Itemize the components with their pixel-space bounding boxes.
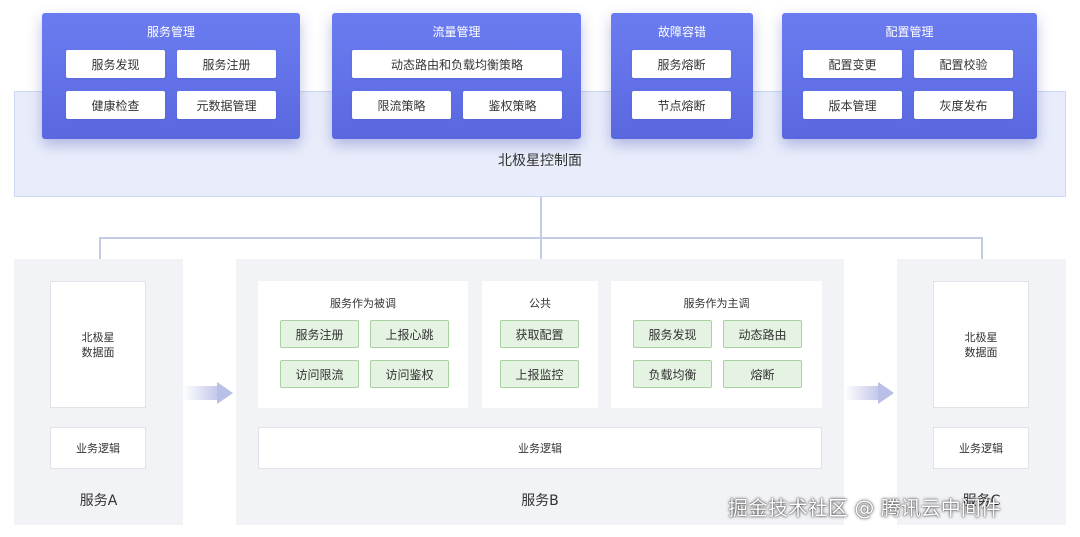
service-b-label: 服务B: [521, 493, 559, 509]
section-common: 公共 获取配置 上报监控: [482, 281, 598, 408]
service-a-panel: 北极星 数据面 业务逻辑 服务A: [14, 259, 183, 525]
service-c-data-plane: 北极星 数据面: [933, 281, 1029, 408]
chip-metadata-management: 元数据管理: [177, 91, 276, 119]
chip-load-balancing: 负载均衡: [633, 360, 712, 388]
chip-rate-limit-policy: 限流策略: [352, 91, 451, 119]
chip-report-monitoring: 上报监控: [500, 360, 579, 388]
arrow-b-to-c-shaft: [844, 386, 878, 400]
chip-service-registration: 服务注册: [177, 50, 276, 78]
chip-auth-policy: 鉴权策略: [463, 91, 562, 119]
chip-report-heartbeat: 上报心跳: [370, 320, 449, 348]
section-title: 服务作为主调: [683, 297, 750, 310]
chip-service-discovery: 服务发现: [66, 50, 165, 78]
service-b-business-logic: 业务逻辑: [258, 427, 822, 469]
service-c-label: 服务C: [962, 493, 1001, 509]
chip-node-circuit-breaker: 节点熔断: [632, 91, 731, 119]
service-c-business-logic: 业务逻辑: [933, 427, 1029, 469]
chip-service-registration: 服务注册: [280, 320, 359, 348]
group-config-management: 配置管理 配置变更 配置校验 版本管理 灰度发布: [782, 13, 1037, 139]
chip-health-check: 健康检查: [66, 91, 165, 119]
chip-service-discovery: 服务发现: [633, 320, 712, 348]
chip-dynamic-routing: 动态路由: [723, 320, 802, 348]
arrow-a-to-b-head: [217, 382, 233, 404]
data-plane-label: 北极星 数据面: [81, 330, 115, 359]
service-c-panel: 北极星 数据面 业务逻辑 服务C: [897, 259, 1066, 525]
service-b-panel: 服务作为被调 服务注册 上报心跳 访问限流 访问鉴权 公共 获取配置 上报监控 …: [236, 259, 844, 525]
arrow-b-to-c-head: [878, 382, 894, 404]
group-service-management: 服务管理 服务发现 服务注册 健康检查 元数据管理: [42, 13, 300, 139]
control-plane-label: 北极星控制面: [498, 153, 582, 169]
service-a-business-logic: 业务逻辑: [50, 427, 146, 469]
chip-config-validation: 配置校验: [914, 50, 1013, 78]
section-caller: 服务作为主调 服务发现 动态路由 负载均衡 熔断: [611, 281, 822, 408]
chip-get-config: 获取配置: [500, 320, 579, 348]
service-a-label: 服务A: [79, 493, 118, 509]
group-traffic-management: 流量管理 动态路由和负载均衡策略 限流策略 鉴权策略: [332, 13, 581, 139]
chip-routing-lb-policy: 动态路由和负载均衡策略: [352, 50, 562, 78]
group-title: 流量管理: [432, 25, 481, 39]
chip-access-rate-limit: 访问限流: [280, 360, 359, 388]
connector-vertical-center: [540, 197, 542, 281]
chip-access-auth: 访问鉴权: [370, 360, 449, 388]
watermark: 掘金技术社区 @ 腾讯云中间件: [728, 496, 1001, 520]
chip-gray-release: 灰度发布: [914, 91, 1013, 119]
chip-config-change: 配置变更: [803, 50, 902, 78]
chip-version-management: 版本管理: [803, 91, 902, 119]
section-title: 服务作为被调: [330, 297, 396, 310]
group-fault-tolerance: 故障容错 服务熔断 节点熔断: [611, 13, 753, 139]
data-plane-label: 北极星 数据面: [964, 330, 998, 359]
chip-service-circuit-breaker: 服务熔断: [632, 50, 731, 78]
group-title: 故障容错: [657, 25, 706, 39]
section-title: 公共: [529, 297, 551, 310]
chip-circuit-breaker: 熔断: [723, 360, 802, 388]
section-callee: 服务作为被调 服务注册 上报心跳 访问限流 访问鉴权: [258, 281, 468, 408]
group-title: 配置管理: [885, 25, 934, 39]
group-title: 服务管理: [146, 25, 195, 39]
connector-horizontal: [99, 237, 983, 239]
arrow-a-to-b-shaft: [183, 386, 217, 400]
service-a-data-plane: 北极星 数据面: [50, 281, 146, 408]
